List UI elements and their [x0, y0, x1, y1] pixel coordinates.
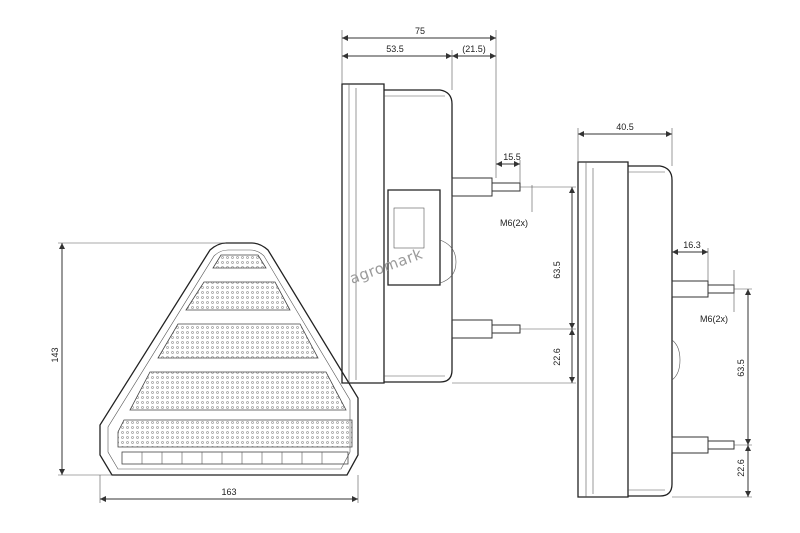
- slim-upper-stud-boss: [671, 280, 709, 298]
- slim-depth-dimension: 40.5: [616, 122, 634, 132]
- stud-length-dimension: 15.5: [503, 152, 521, 162]
- lower-stud-boss: [451, 319, 493, 339]
- slim-lower-stud: [707, 440, 735, 450]
- bracket-depth-dimension: (21.5): [462, 44, 486, 54]
- slim-lower-stud-boss: [671, 436, 709, 454]
- lamp-inner-outline: [107, 249, 351, 470]
- upper-stud-boss: [451, 177, 493, 197]
- body-depth-dimension: 53.5: [386, 44, 404, 54]
- width-dimension: 163: [221, 487, 236, 497]
- stud-offset-dimension: 22.6: [552, 348, 562, 366]
- light-strip: [121, 451, 349, 465]
- total-depth-dimension: 75: [415, 26, 425, 36]
- upper-stud: [491, 182, 521, 192]
- reflector-band-5: [117, 419, 353, 448]
- reflector-band-4: [129, 371, 347, 411]
- slim-stud-offset-dimension: 22.6: [736, 459, 746, 477]
- lamp-outline: [99, 242, 359, 476]
- stud-spacing-dimension: 63.5: [552, 261, 562, 279]
- front-view: 163 143: [50, 242, 359, 503]
- side-view-slim: 40.5 16.3 M6(2x) 63.5 22.6: [577, 122, 752, 498]
- side-view-with-bracket: 75 53.5 (21.5) 15.5 M6(2x) 63.5 22.6: [341, 26, 576, 384]
- slim-stud-spacing-dimension: 63.5: [736, 359, 746, 377]
- reflector-band-2: [185, 281, 291, 311]
- mounting-bracket: [387, 189, 441, 286]
- light-strip-segments: [141, 452, 323, 464]
- slim-housing-profile: [628, 165, 673, 497]
- reflector-band-1: [212, 254, 267, 269]
- height-dimension: 143: [50, 347, 60, 362]
- reflector-band-3: [157, 323, 319, 359]
- slim-upper-stud: [707, 284, 735, 294]
- lens-profile: [341, 83, 385, 384]
- slim-stud-length-dimension: 16.3: [683, 240, 701, 250]
- slim-lens-profile: [577, 161, 629, 498]
- lower-stud: [491, 324, 521, 334]
- slim-thread-label: M6(2x): [700, 314, 728, 324]
- watermark: agromark: [347, 245, 425, 288]
- thread-label: M6(2x): [500, 218, 528, 228]
